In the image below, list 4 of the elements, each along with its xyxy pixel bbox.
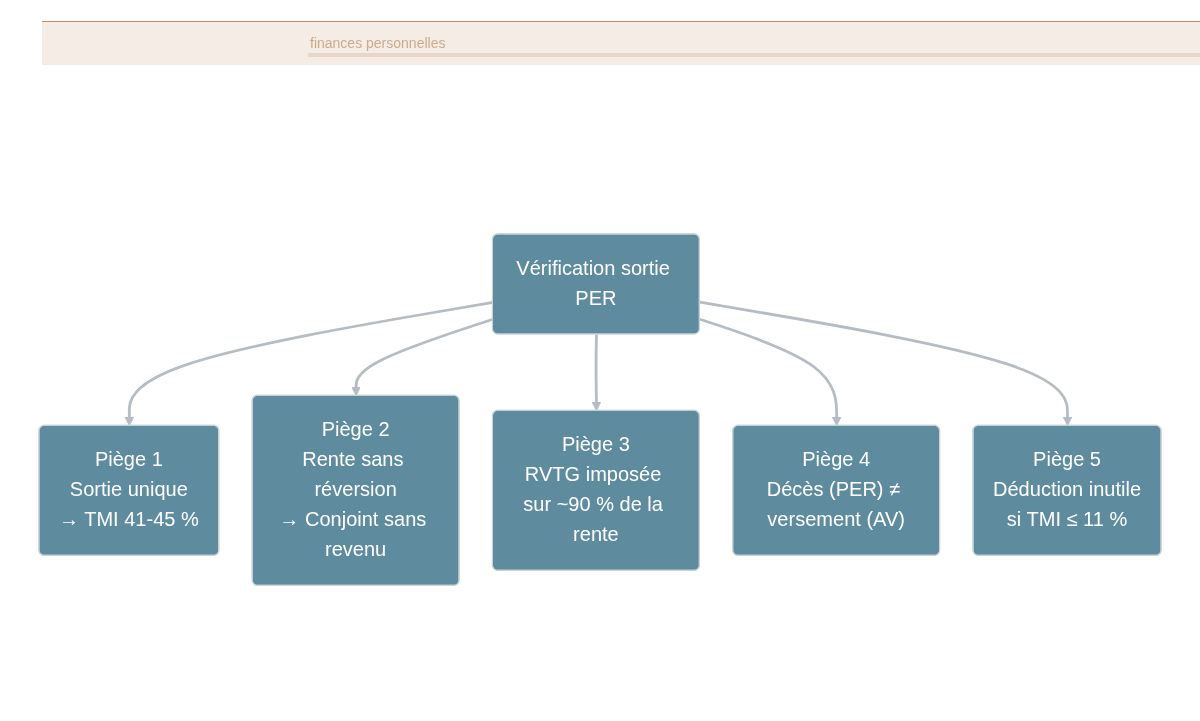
arrow: [699, 318, 842, 427]
arrow: [699, 301, 1073, 427]
section-label: finances personnelles: [310, 35, 446, 51]
arrow: [591, 334, 602, 412]
